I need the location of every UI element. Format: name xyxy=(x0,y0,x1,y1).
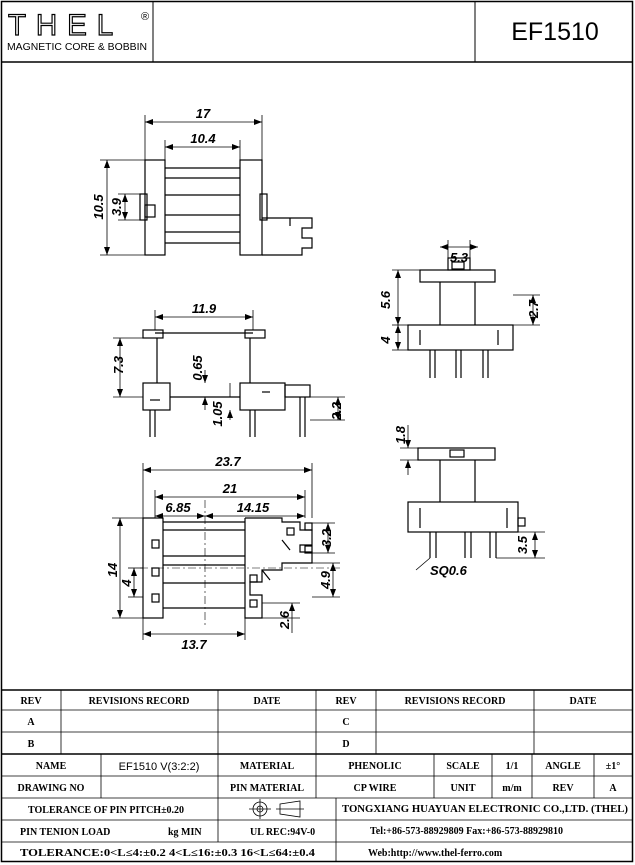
dim-front-1-05: 1.05 xyxy=(210,401,225,427)
dim-side2-3-5: 3.5 xyxy=(515,535,530,554)
rev-value: A xyxy=(609,783,617,794)
ul-rating: UL REC:94V-0 xyxy=(250,827,315,838)
part-number-title: EF1510 xyxy=(511,18,599,46)
dim-bottom-13-7: 13.7 xyxy=(181,637,207,652)
side-view xyxy=(407,257,514,378)
angle-value: ±1° xyxy=(606,761,621,772)
dim-bottom-3-2: 3.2 xyxy=(319,528,334,547)
pin-material-value: CP WIRE xyxy=(354,783,397,794)
dim-side-5-6: 5.6 xyxy=(378,290,393,309)
title-block xyxy=(1,689,633,862)
dim-side-5-3: 5.3 xyxy=(450,250,469,265)
dim-side2-1-8: 1.8 xyxy=(393,425,408,444)
dim-top-17: 17 xyxy=(196,106,211,121)
logo-subtitle: MAGNETIC CORE & BOBBIN xyxy=(7,42,147,53)
dim-bottom-2-6: 2.6 xyxy=(277,610,292,630)
dim-bottom-14-15: 14.15 xyxy=(237,500,270,515)
drawing-no-label: DRAWING NO xyxy=(18,783,85,794)
rev-label: REV xyxy=(552,783,574,794)
rev-header-2: REV xyxy=(335,696,357,707)
material-value: PHENOLIC xyxy=(348,761,401,772)
date-header: DATE xyxy=(253,696,280,707)
tel-fax: Tel:+86-573-88929809 Fax:+86-573-8892981… xyxy=(370,826,563,837)
info-table: NAME EF1510 V(3:2:2) MATERIAL PHENOLIC S… xyxy=(18,761,628,859)
scale-label: SCALE xyxy=(446,761,480,772)
rev-header: REV xyxy=(20,696,42,707)
rev-b: B xyxy=(28,739,35,750)
dim-bottom-14: 14 xyxy=(105,562,120,577)
tolerance-pin-pitch: TOLERANCE OF PIN PITCH±0.20 xyxy=(28,805,184,816)
unit-label: UNIT xyxy=(450,783,475,794)
dim-side2-sq0-6: SQ0.6 xyxy=(430,563,468,578)
dim-bottom-6-85: 6.85 xyxy=(165,500,191,515)
dim-top-10-5: 10.5 xyxy=(91,194,106,220)
pin-tension-label: PIN TENION LOAD xyxy=(20,827,110,838)
scale-value: 1/1 xyxy=(506,761,519,772)
company-name: TONGXIANG HUAYUAN ELECTRONIC CO.,LTD. (T… xyxy=(342,804,628,815)
rev-d: D xyxy=(342,739,349,750)
side-view-2 xyxy=(407,447,526,558)
unit-value: m/m xyxy=(502,783,522,794)
dim-top-3-9: 3.9 xyxy=(109,197,124,216)
side-view-dimensions xyxy=(392,240,540,351)
dim-bottom-21: 21 xyxy=(222,481,237,496)
dim-side-2-7: 2.7 xyxy=(526,299,541,319)
dim-bottom-4-9: 4.9 xyxy=(318,570,333,590)
top-view-dimensions xyxy=(100,115,263,256)
revisions-record-header: REVISIONS RECORD xyxy=(89,696,190,707)
thel-logo: THEL ® MAGNETIC CORE & BOBBIN xyxy=(7,8,149,53)
dim-front-2-2: 2.2 xyxy=(329,401,344,421)
header: THEL ® MAGNETIC CORE & BOBBIN EF1510 xyxy=(1,1,633,63)
dim-front-11-9: 11.9 xyxy=(192,301,217,316)
top-view xyxy=(139,159,313,256)
pin-material-label: PIN MATERIAL xyxy=(230,783,304,794)
material-label: MATERIAL xyxy=(240,761,295,772)
front-view-dimensions xyxy=(113,310,345,421)
side-view-2-dimensions xyxy=(400,425,545,571)
website: Web:http://www.thel-ferro.com xyxy=(368,848,503,859)
dim-bottom-23-7: 23.7 xyxy=(214,454,241,469)
dim-side-4: 4 xyxy=(378,336,393,345)
projection-symbol-icon xyxy=(249,799,304,819)
angle-label: ANGLE xyxy=(545,761,581,772)
dim-top-10-4: 10.4 xyxy=(190,131,216,146)
bottom-view-centerlines xyxy=(140,500,340,625)
rev-a: A xyxy=(27,717,35,728)
rev-c: C xyxy=(342,717,349,728)
logo-text: THEL xyxy=(8,9,123,42)
revisions-table: REV REVISIONS RECORD DATE REV REVISIONS … xyxy=(20,696,596,750)
revisions-record-header-2: REVISIONS RECORD xyxy=(405,696,506,707)
bottom-view-dimensions xyxy=(112,463,340,640)
dim-front-7-3: 7.3 xyxy=(111,355,126,374)
name-value: EF1510 V(3:2:2) xyxy=(119,761,200,773)
name-label: NAME xyxy=(36,761,67,772)
date-header-2: DATE xyxy=(569,696,596,707)
dim-bottom-4: 4 xyxy=(119,579,134,588)
registered-mark: ® xyxy=(141,11,149,23)
dim-front-0-65: 0.65 xyxy=(190,355,205,381)
pin-tension-unit: kg MIN xyxy=(168,827,202,838)
general-tolerance: TOLERANCE:0<L≤4:±0.2 4<L≤16:±0.3 16<L≤64… xyxy=(20,848,315,859)
front-view xyxy=(142,329,311,437)
